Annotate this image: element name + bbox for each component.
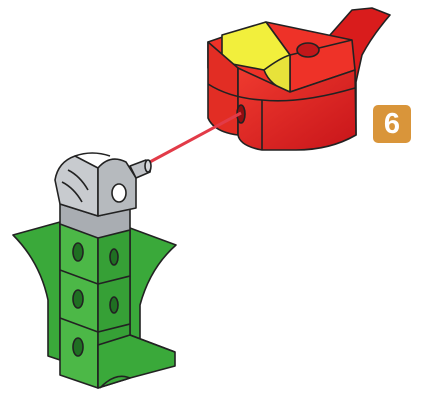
green-block-hole [73, 243, 83, 261]
green-block-hole [73, 290, 83, 308]
red-block-top-hole [297, 43, 319, 57]
green-block-right-wing [130, 228, 176, 352]
green-block-left-wing [13, 222, 60, 360]
assembly-guide-line [148, 113, 241, 163]
green-block-hole [110, 249, 118, 265]
green-block-hole [110, 297, 118, 313]
green-block [13, 222, 176, 388]
green-block-hole [73, 338, 83, 356]
red-block [208, 8, 390, 150]
gray-clip-hole [112, 184, 126, 202]
gray-clip [55, 153, 151, 238]
step-number-badge: 6 [373, 105, 411, 143]
